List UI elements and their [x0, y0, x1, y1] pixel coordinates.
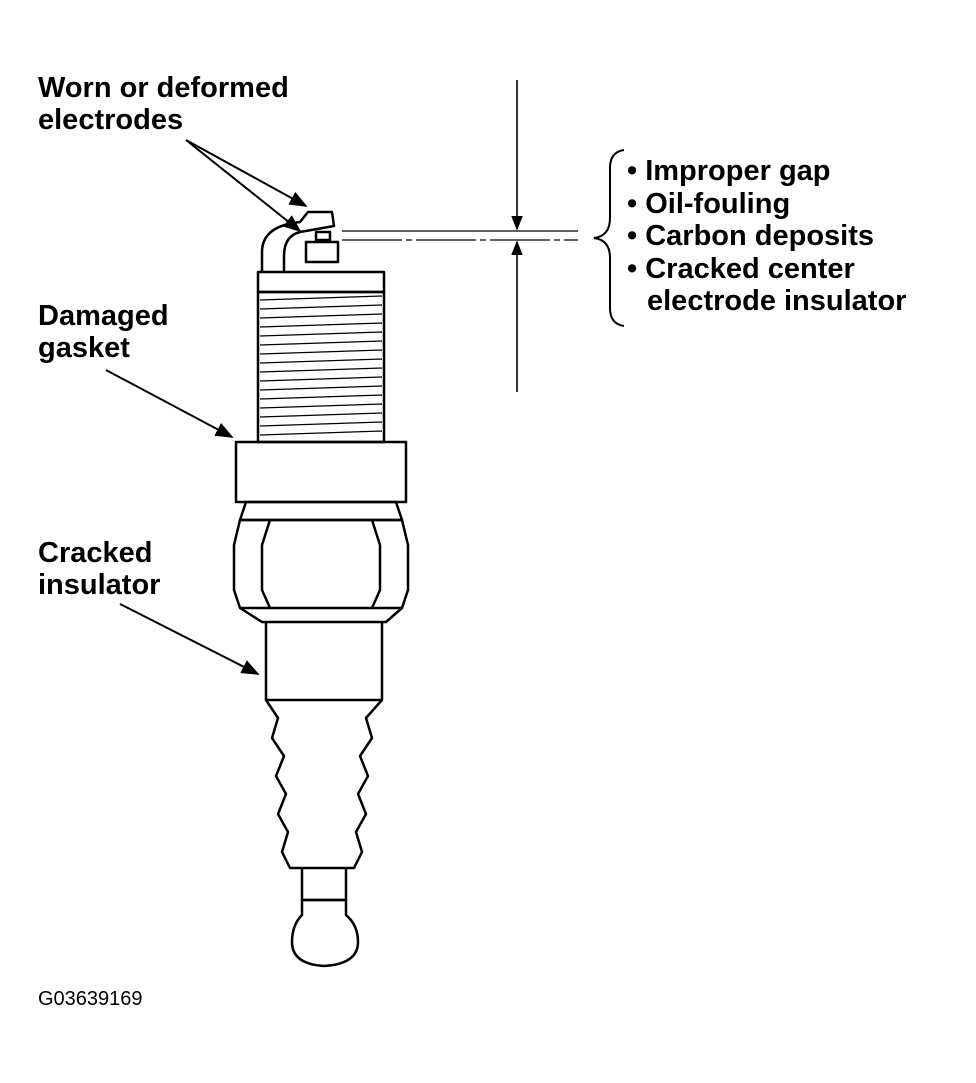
label-insulator-line1: Cracked: [38, 537, 153, 569]
issue-oil-fouling: • Oil-fouling: [627, 187, 791, 220]
insulator-arrow: [119, 603, 260, 675]
label-insulator-line2: insulator: [38, 569, 161, 601]
gasket-arrow: [105, 369, 234, 438]
issue-cracked-center: • Cracked center: [627, 252, 855, 285]
gap-dimension: [342, 80, 578, 392]
hex-nut: [232, 518, 410, 610]
worn-arrow-upper: [185, 139, 308, 207]
insulator-ribs: [264, 699, 383, 870]
issues-brace: [593, 149, 625, 327]
hex-nut-facet-right: [370, 519, 382, 609]
shell-shoulder: [239, 606, 403, 624]
shell-top: [256, 270, 386, 294]
gasket: [234, 440, 408, 504]
label-gasket-line1: Damaged: [38, 300, 169, 332]
terminal-nut: [290, 898, 360, 968]
issue-carbon-deposits: • Carbon deposits: [627, 220, 875, 252]
issue-improper-gap: • Improper gap: [627, 155, 831, 187]
issue-cracked-center-continued: electrode insulator: [647, 285, 907, 317]
thread-hatching: [259, 295, 383, 436]
spark-plug: [232, 210, 410, 968]
label-gasket-line2: gasket: [38, 332, 130, 364]
shell-collar: [238, 500, 404, 522]
hex-nut-facet-left: [260, 519, 272, 609]
center-electrode-insulator-tip: [304, 240, 340, 264]
insulator-upper: [264, 622, 384, 702]
label-damaged-gasket: Damaged gasket: [38, 300, 169, 364]
terminal-neck: [300, 868, 348, 902]
label-worn-line2: electrodes: [38, 104, 184, 136]
label-cracked-insulator: Cracked insulator: [38, 537, 160, 601]
label-worn-electrodes: Worn or deformed electrodes: [38, 72, 289, 136]
figure-id: G03639169: [38, 988, 143, 1010]
label-worn-line1: Worn or deformed: [38, 72, 289, 104]
ground-electrode: [260, 210, 336, 272]
center-electrode: [314, 230, 332, 242]
gap-issues-list: • Improper gap • Oil-fouling • Carbon de…: [627, 155, 906, 318]
worn-arrow-lower: [185, 139, 302, 233]
leader-arrows: [105, 139, 308, 675]
